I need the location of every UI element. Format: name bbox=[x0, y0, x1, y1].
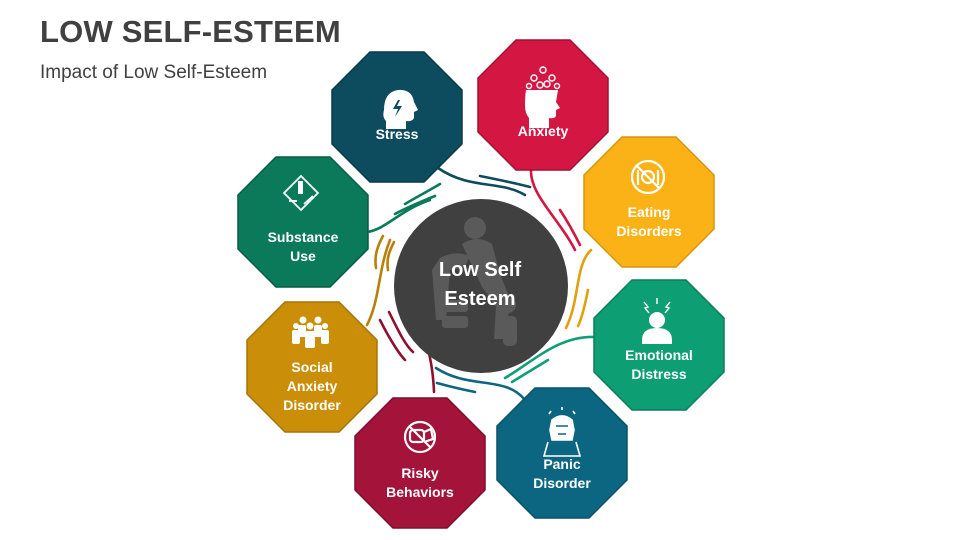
node-social-anxiety-disorder[interactable] bbox=[246, 301, 378, 433]
no-eating-icon bbox=[630, 159, 666, 195]
node-panic-disorder[interactable] bbox=[496, 387, 628, 519]
page-subtitle: Impact of Low Self-Esteem bbox=[40, 62, 268, 83]
page-title: LOW SELF-ESTEEM bbox=[40, 14, 341, 49]
anxiety-label: Anxiety bbox=[517, 123, 569, 139]
person-consoling-icon bbox=[432, 217, 517, 346]
node-stress[interactable] bbox=[331, 51, 463, 183]
node-substance-use[interactable] bbox=[237, 156, 369, 288]
center-node bbox=[394, 199, 568, 373]
node-anxiety[interactable] bbox=[477, 39, 609, 171]
crowd-questions-icon bbox=[292, 316, 329, 348]
substance-use-label: Substance Use bbox=[267, 229, 339, 264]
panic-disorder-label: Panic Disorder bbox=[533, 456, 591, 491]
no-fist-icon bbox=[403, 420, 437, 454]
center-label: Low Self Esteem bbox=[438, 259, 522, 310]
substance-warning-icon bbox=[282, 174, 320, 212]
head-lightning-icon bbox=[383, 89, 418, 129]
node-risky-behaviors[interactable] bbox=[354, 397, 486, 529]
head-spirals-icon bbox=[525, 66, 561, 128]
panicking-person-icon bbox=[542, 407, 582, 457]
social-anxiety-disorder-label: Social Anxiety Disorder bbox=[283, 359, 341, 413]
emotional-distress-label: Emotional Distress bbox=[625, 347, 693, 382]
node-emotional-distress[interactable] bbox=[593, 279, 725, 411]
connector-lines bbox=[365, 166, 598, 402]
risky-behaviors-label: Risky Behaviors bbox=[386, 465, 454, 500]
node-eating-disorders[interactable] bbox=[583, 136, 715, 268]
eating-disorders-label: Eating Disorders bbox=[616, 204, 682, 239]
distressed-person-icon bbox=[642, 298, 672, 344]
stress-label: Stress bbox=[375, 126, 419, 142]
